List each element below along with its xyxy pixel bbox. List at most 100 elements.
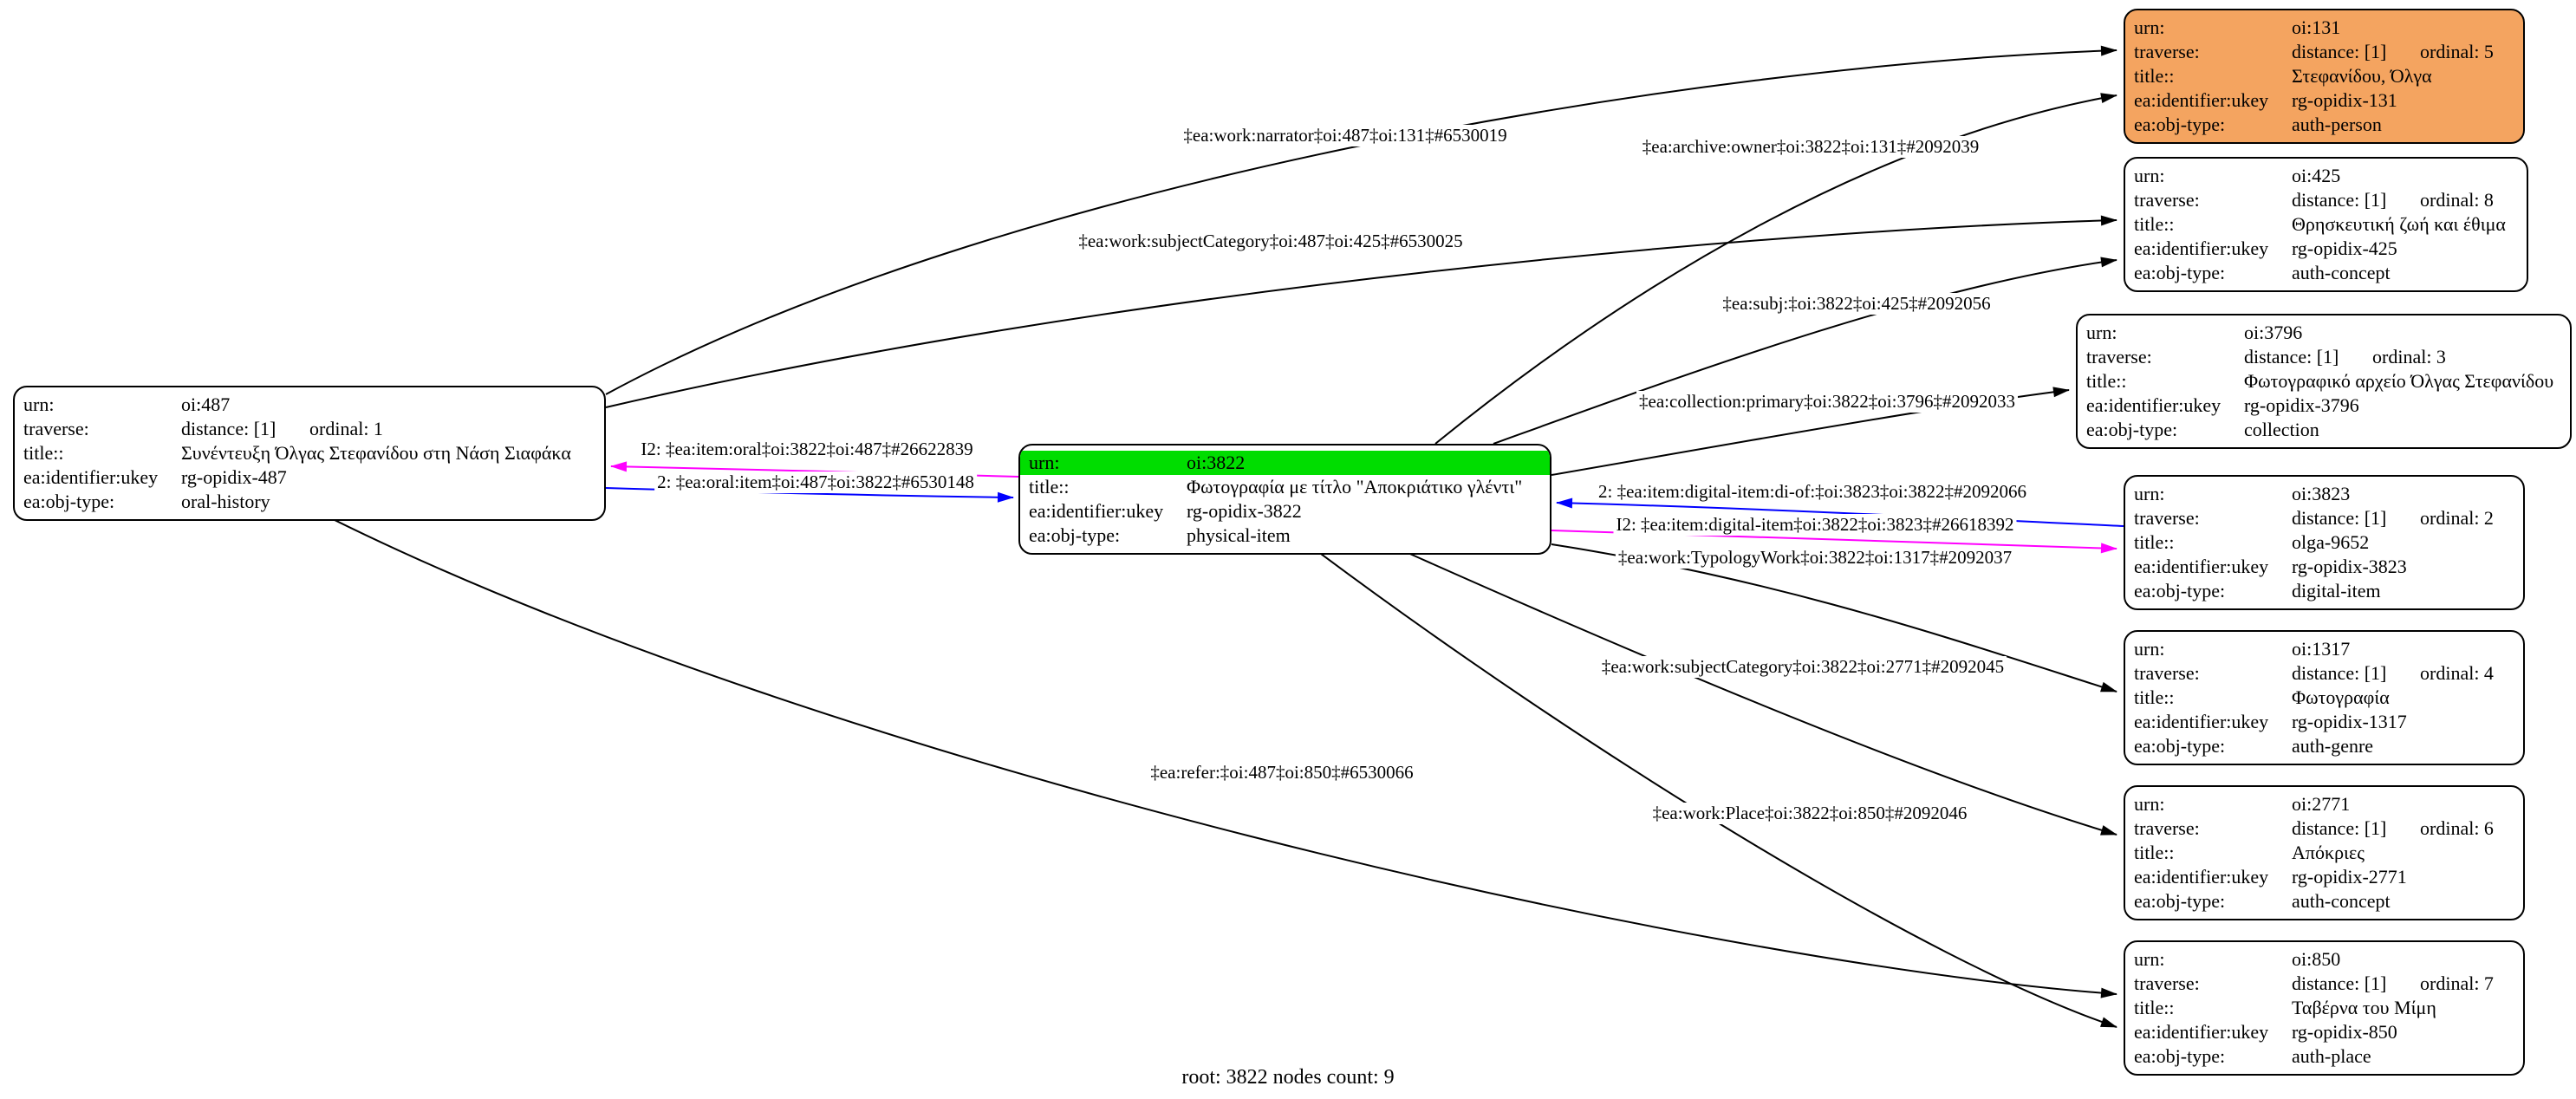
- node-row-urn: urn: oi:425: [2125, 164, 2527, 188]
- edge-label-subj: ‡ea:subj:‡oi:3822‡oi:425‡#2092056: [1720, 293, 1994, 315]
- edge-refer: [329, 517, 2117, 998]
- edge-label-work-typologywork: ‡ea:work:TypologyWork‡oi:3822‡oi:1317‡#2…: [1615, 547, 2015, 569]
- field-key: urn:: [2134, 793, 2165, 815]
- field-value: auth-concept: [2292, 890, 2391, 912]
- field-value: Φωτογραφία: [2292, 686, 2390, 708]
- node-oi-2771[interactable]: urn:oi:2771 traverse:distance: [1]ordina…: [2124, 785, 2525, 920]
- field-value: distance: [1]: [2292, 817, 2387, 839]
- node-row-objtype: ea:obj-type:oral-history: [15, 490, 604, 514]
- field-value: oi:425: [2292, 165, 2341, 186]
- node-row-title: title::Φωτογραφία με τίτλο "Αποκριάτικο …: [1020, 475, 1550, 499]
- node-oi-3796[interactable]: urn: oi:3796 traverse:distance: [1]ordina…: [2076, 314, 2572, 449]
- field-value: auth-concept: [2292, 262, 2391, 283]
- node-row-title: title::Φωτογραφία: [2125, 686, 2523, 710]
- node-oi-3822[interactable]: urn:oi:3822 title::Φωτογραφία με τίτλο "…: [1018, 444, 1551, 555]
- node-row-objtype: ea:obj-type:auth-concept: [2125, 889, 2523, 914]
- field-key: ea:identifier:ukey: [2134, 89, 2269, 111]
- field-key: traverse:: [2134, 817, 2200, 839]
- edge-work-place: [1317, 550, 2117, 1028]
- field-value: rg-opidix-487: [181, 466, 287, 488]
- node-row-title: title::Ταβέρνα του Μίμη: [2125, 996, 2523, 1020]
- edge-label-item-oral: I2: ‡ea:item:oral‡oi:3822‡oi:487‡#266228…: [638, 439, 976, 460]
- field-key: urn:: [2086, 322, 2117, 343]
- node-row-urn: urn: oi:3796: [2078, 321, 2570, 345]
- node-row-ukey: ea:identifier:ukey rg-opidix-3822: [1020, 499, 1550, 523]
- field-key: ea:obj-type:: [2134, 114, 2226, 135]
- node-row-objtype: ea:obj-type:auth-genre: [2125, 734, 2523, 758]
- field-key: traverse:: [2086, 346, 2152, 367]
- node-oi-425[interactable]: urn: oi:425 traverse:distance: [1]ordinal…: [2124, 157, 2528, 292]
- node-row-objtype: ea:obj-type:digital-item: [2125, 579, 2523, 603]
- field-value: rg-opidix-2771: [2292, 866, 2407, 888]
- field-key: title::: [1029, 476, 1070, 497]
- field-value-ordinal: ordinal: 4: [2420, 662, 2494, 684]
- edge-label-archive-owner: ‡ea:archive:owner‡oi:3822‡oi:131‡#209203…: [1639, 136, 1982, 158]
- field-key: urn:: [2134, 165, 2165, 186]
- field-key: urn:: [1029, 452, 1060, 473]
- node-oi-131[interactable]: urn:oi:131 traverse:distance: [1]ordinal…: [2124, 9, 2525, 144]
- node-row-title: title::Θρησκευτική ζωή και έθιμα: [2125, 212, 2527, 237]
- edge-label-item-digital-item: I2: ‡ea:item:digital-item‡oi:3822‡oi:382…: [1613, 514, 2017, 536]
- field-value: Φωτογραφία με τίτλο "Αποκριάτικο γλέντι": [1187, 476, 1523, 497]
- field-value: auth-person: [2292, 114, 2382, 135]
- edge-label-oral-item: 2: ‡ea:oral:item‡oi:487‡oi:3822‡#6530148: [654, 471, 977, 493]
- field-value: auth-genre: [2292, 735, 2374, 757]
- field-value: distance: [1]: [2292, 189, 2387, 211]
- field-key: ea:identifier:ukey: [2134, 237, 2269, 259]
- field-key: ea:identifier:ukey: [23, 466, 159, 488]
- edge-label-item-digital-item-di-of: 2: ‡ea:item:digital-item:di-of:‡oi:3823‡…: [1595, 481, 2030, 503]
- node-row-objtype: ea:obj-type:auth-concept: [2125, 261, 2527, 285]
- field-value: digital-item: [2292, 580, 2381, 602]
- field-key: title::: [2134, 842, 2175, 863]
- field-value: physical-item: [1187, 524, 1291, 546]
- field-value: oi:850: [2292, 948, 2341, 970]
- field-value: Φωτογραφικό αρχείο Όλγας Στεφανίδου: [2244, 370, 2554, 392]
- field-value: oi:3823: [2292, 483, 2351, 504]
- node-row-traverse: traverse:distance: [1]ordinal: 3: [2078, 345, 2570, 369]
- edge-subj: [1493, 257, 2117, 445]
- edge-work-subjectcategory-425: [605, 215, 2117, 408]
- edge-label-work-subjectcategory-425: ‡ea:work:subjectCategory‡oi:487‡oi:425‡#…: [1076, 231, 1466, 252]
- field-value: rg-opidix-425: [2292, 237, 2397, 259]
- node-row-traverse: traverse:distance: [1]ordinal: 8: [2125, 188, 2527, 212]
- node-oi-850[interactable]: urn:oi:850 traverse:distance: [1]ordinal…: [2124, 940, 2525, 1076]
- node-row-ukey: ea:identifier:ukey rg-opidix-425: [2125, 237, 2527, 261]
- field-key: ea:identifier:ukey: [2134, 1021, 2269, 1043]
- edge-label-work-narrator: ‡ea:work:narrator‡oi:487‡oi:131‡#6530019: [1181, 125, 1510, 146]
- field-key: urn:: [23, 393, 55, 415]
- node-oi-487[interactable]: urn:oi:487 traverse:distance: [1]ordinal…: [13, 386, 606, 521]
- field-value: distance: [1]: [2292, 662, 2387, 684]
- node-row-urn-highlighted: urn:oi:3822: [1020, 451, 1550, 475]
- field-key: urn:: [2134, 16, 2165, 38]
- node-oi-3823[interactable]: urn:oi:3823 traverse:distance: [1]ordina…: [2124, 475, 2525, 610]
- node-row-objtype: ea:obj-type: collection: [2078, 418, 2570, 442]
- edge-work-narrator: [605, 45, 2117, 395]
- field-key: ea:obj-type:: [2086, 419, 2178, 440]
- field-value: oi:3796: [2244, 322, 2303, 343]
- field-value: collection: [2244, 419, 2319, 440]
- node-oi-1317[interactable]: urn: oi:1317 traverse: distance: [1] ordina…: [2124, 630, 2525, 765]
- node-row-objtype: ea:obj-type:auth-place: [2125, 1044, 2523, 1069]
- field-key: traverse:: [2134, 662, 2200, 684]
- node-row-objtype: ea:obj-type:physical-item: [1020, 523, 1550, 548]
- field-key: traverse:: [2134, 41, 2200, 62]
- field-key: ea:identifier:ukey: [2134, 556, 2269, 577]
- field-key: title::: [2134, 531, 2175, 553]
- field-key: urn:: [2134, 638, 2165, 660]
- field-value: rg-opidix-3822: [1187, 500, 1302, 522]
- edge-archive-owner: [1434, 93, 2117, 445]
- field-key: ea:identifier:ukey: [1029, 500, 1164, 522]
- field-value: oi:1317: [2292, 638, 2351, 660]
- node-row-title: title::Φωτογραφικό αρχείο Όλγας Στεφανίδ…: [2078, 369, 2570, 393]
- field-value-ordinal: ordinal: 7: [2420, 972, 2494, 994]
- root-summary: root: 3822 nodes count: 9: [1181, 1066, 1395, 1089]
- node-row-title: title::Συνέντευξη Όλγας Στεφανίδου στη Ν…: [15, 441, 604, 465]
- field-key: traverse:: [23, 418, 89, 439]
- node-row-urn: urn:oi:850: [2125, 947, 2523, 972]
- field-value: rg-opidix-3796: [2244, 394, 2359, 416]
- field-value-ordinal: ordinal: 2: [2420, 507, 2494, 529]
- field-value: Στεφανίδου, Όλγα: [2292, 65, 2432, 87]
